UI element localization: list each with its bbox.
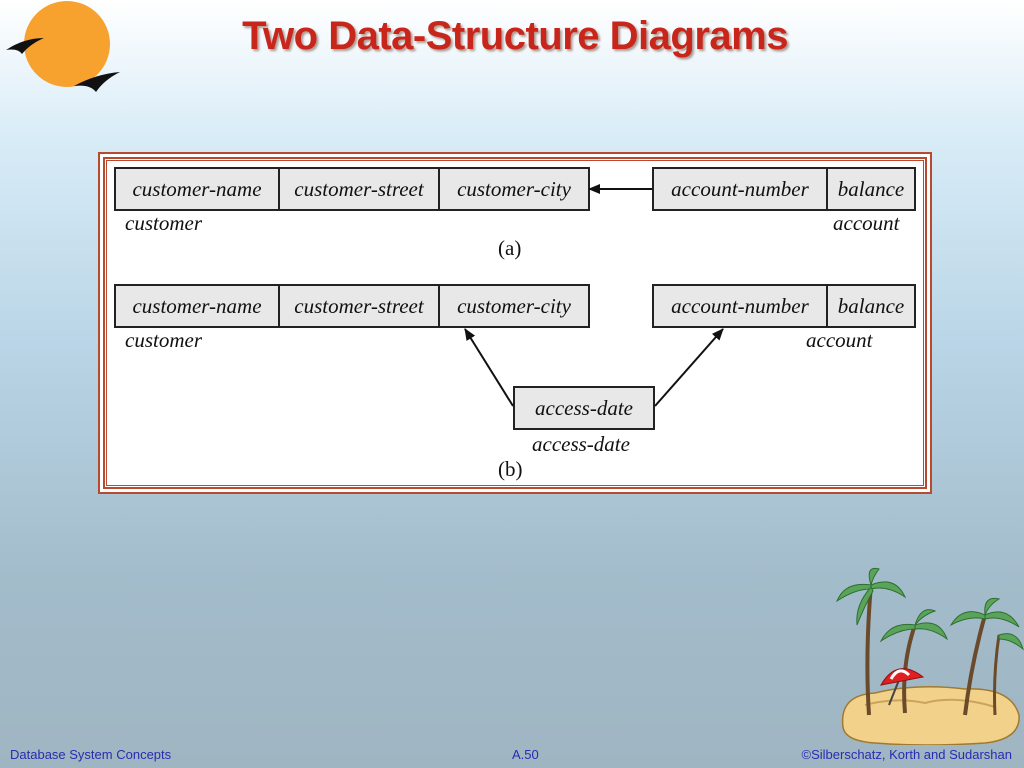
slide-title: Two Data-Structure Diagrams xyxy=(242,14,788,58)
account-number-field-a: account-number xyxy=(654,169,828,209)
account-record-a: account-number balance xyxy=(652,167,916,211)
customer-street-field-b: customer-street xyxy=(280,286,440,326)
customer-name-field-b: customer-name xyxy=(116,286,280,326)
balance-field-a: balance xyxy=(837,176,905,201)
footer-left: Database System Concepts xyxy=(10,747,172,762)
access-date-label: access-date xyxy=(532,432,630,456)
customer-street-field-a: customer-street xyxy=(280,169,440,209)
account-label-b: account xyxy=(806,328,873,352)
access-date-field: access-date xyxy=(535,395,633,420)
caption-b: (b) xyxy=(498,457,523,481)
customer-city-field-b: customer-city xyxy=(457,293,571,318)
customer-city-field-a: customer-city xyxy=(457,176,571,201)
diagram-frame-inner xyxy=(106,160,924,486)
caption-a: (a) xyxy=(498,236,522,260)
customer-label-a: customer xyxy=(125,211,202,235)
footer-right: ©Silberschatz, Korth and Sudarshan xyxy=(801,747,1012,762)
balance-field-b: balance xyxy=(837,293,905,318)
account-record-b: account-number balance xyxy=(652,284,916,328)
sun-birds-logo xyxy=(6,1,120,92)
palm-island-illustration xyxy=(835,567,1024,745)
customer-record-a: customer-name customer-street customer-c… xyxy=(114,167,590,211)
account-label-a: account xyxy=(833,211,900,235)
customer-name-field-a: customer-name xyxy=(116,169,280,209)
customer-record-b: customer-name customer-street customer-c… xyxy=(114,284,590,328)
account-number-field-b: account-number xyxy=(654,286,828,326)
footer-center: A.50 xyxy=(512,747,539,762)
access-date-record: access-date xyxy=(513,386,655,430)
customer-label-b: customer xyxy=(125,328,202,352)
